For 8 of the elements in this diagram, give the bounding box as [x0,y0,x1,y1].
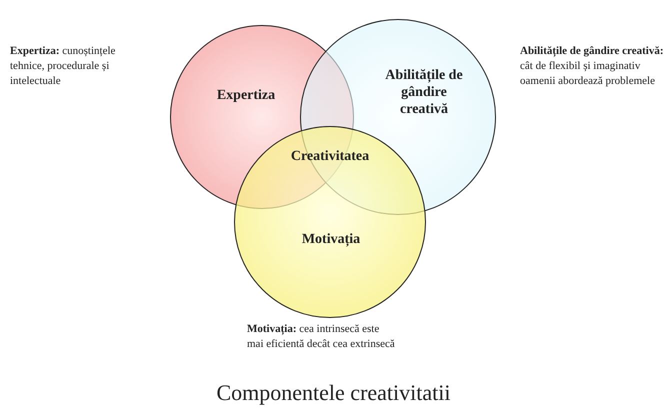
circle-label: Abilitățile de gândire creativă [384,68,464,118]
center-label: Creativitatea [290,148,370,166]
circle-label: Expertiza [216,88,276,105]
note-text: Abilitățile de gândire creativă: cât de flexibil și imaginativ oamenii abordează problemele [520,44,664,89]
circle-label: Motivația [300,232,362,249]
note-text: Motivația: cea intrinsecă este mai eficientă decât cea extrinsecă [247,322,396,352]
caption: Componentele creativitatii [216,379,452,407]
note-text: Expertiza: cunoștințele tehnice, procedurale și intelectuale [10,44,116,89]
